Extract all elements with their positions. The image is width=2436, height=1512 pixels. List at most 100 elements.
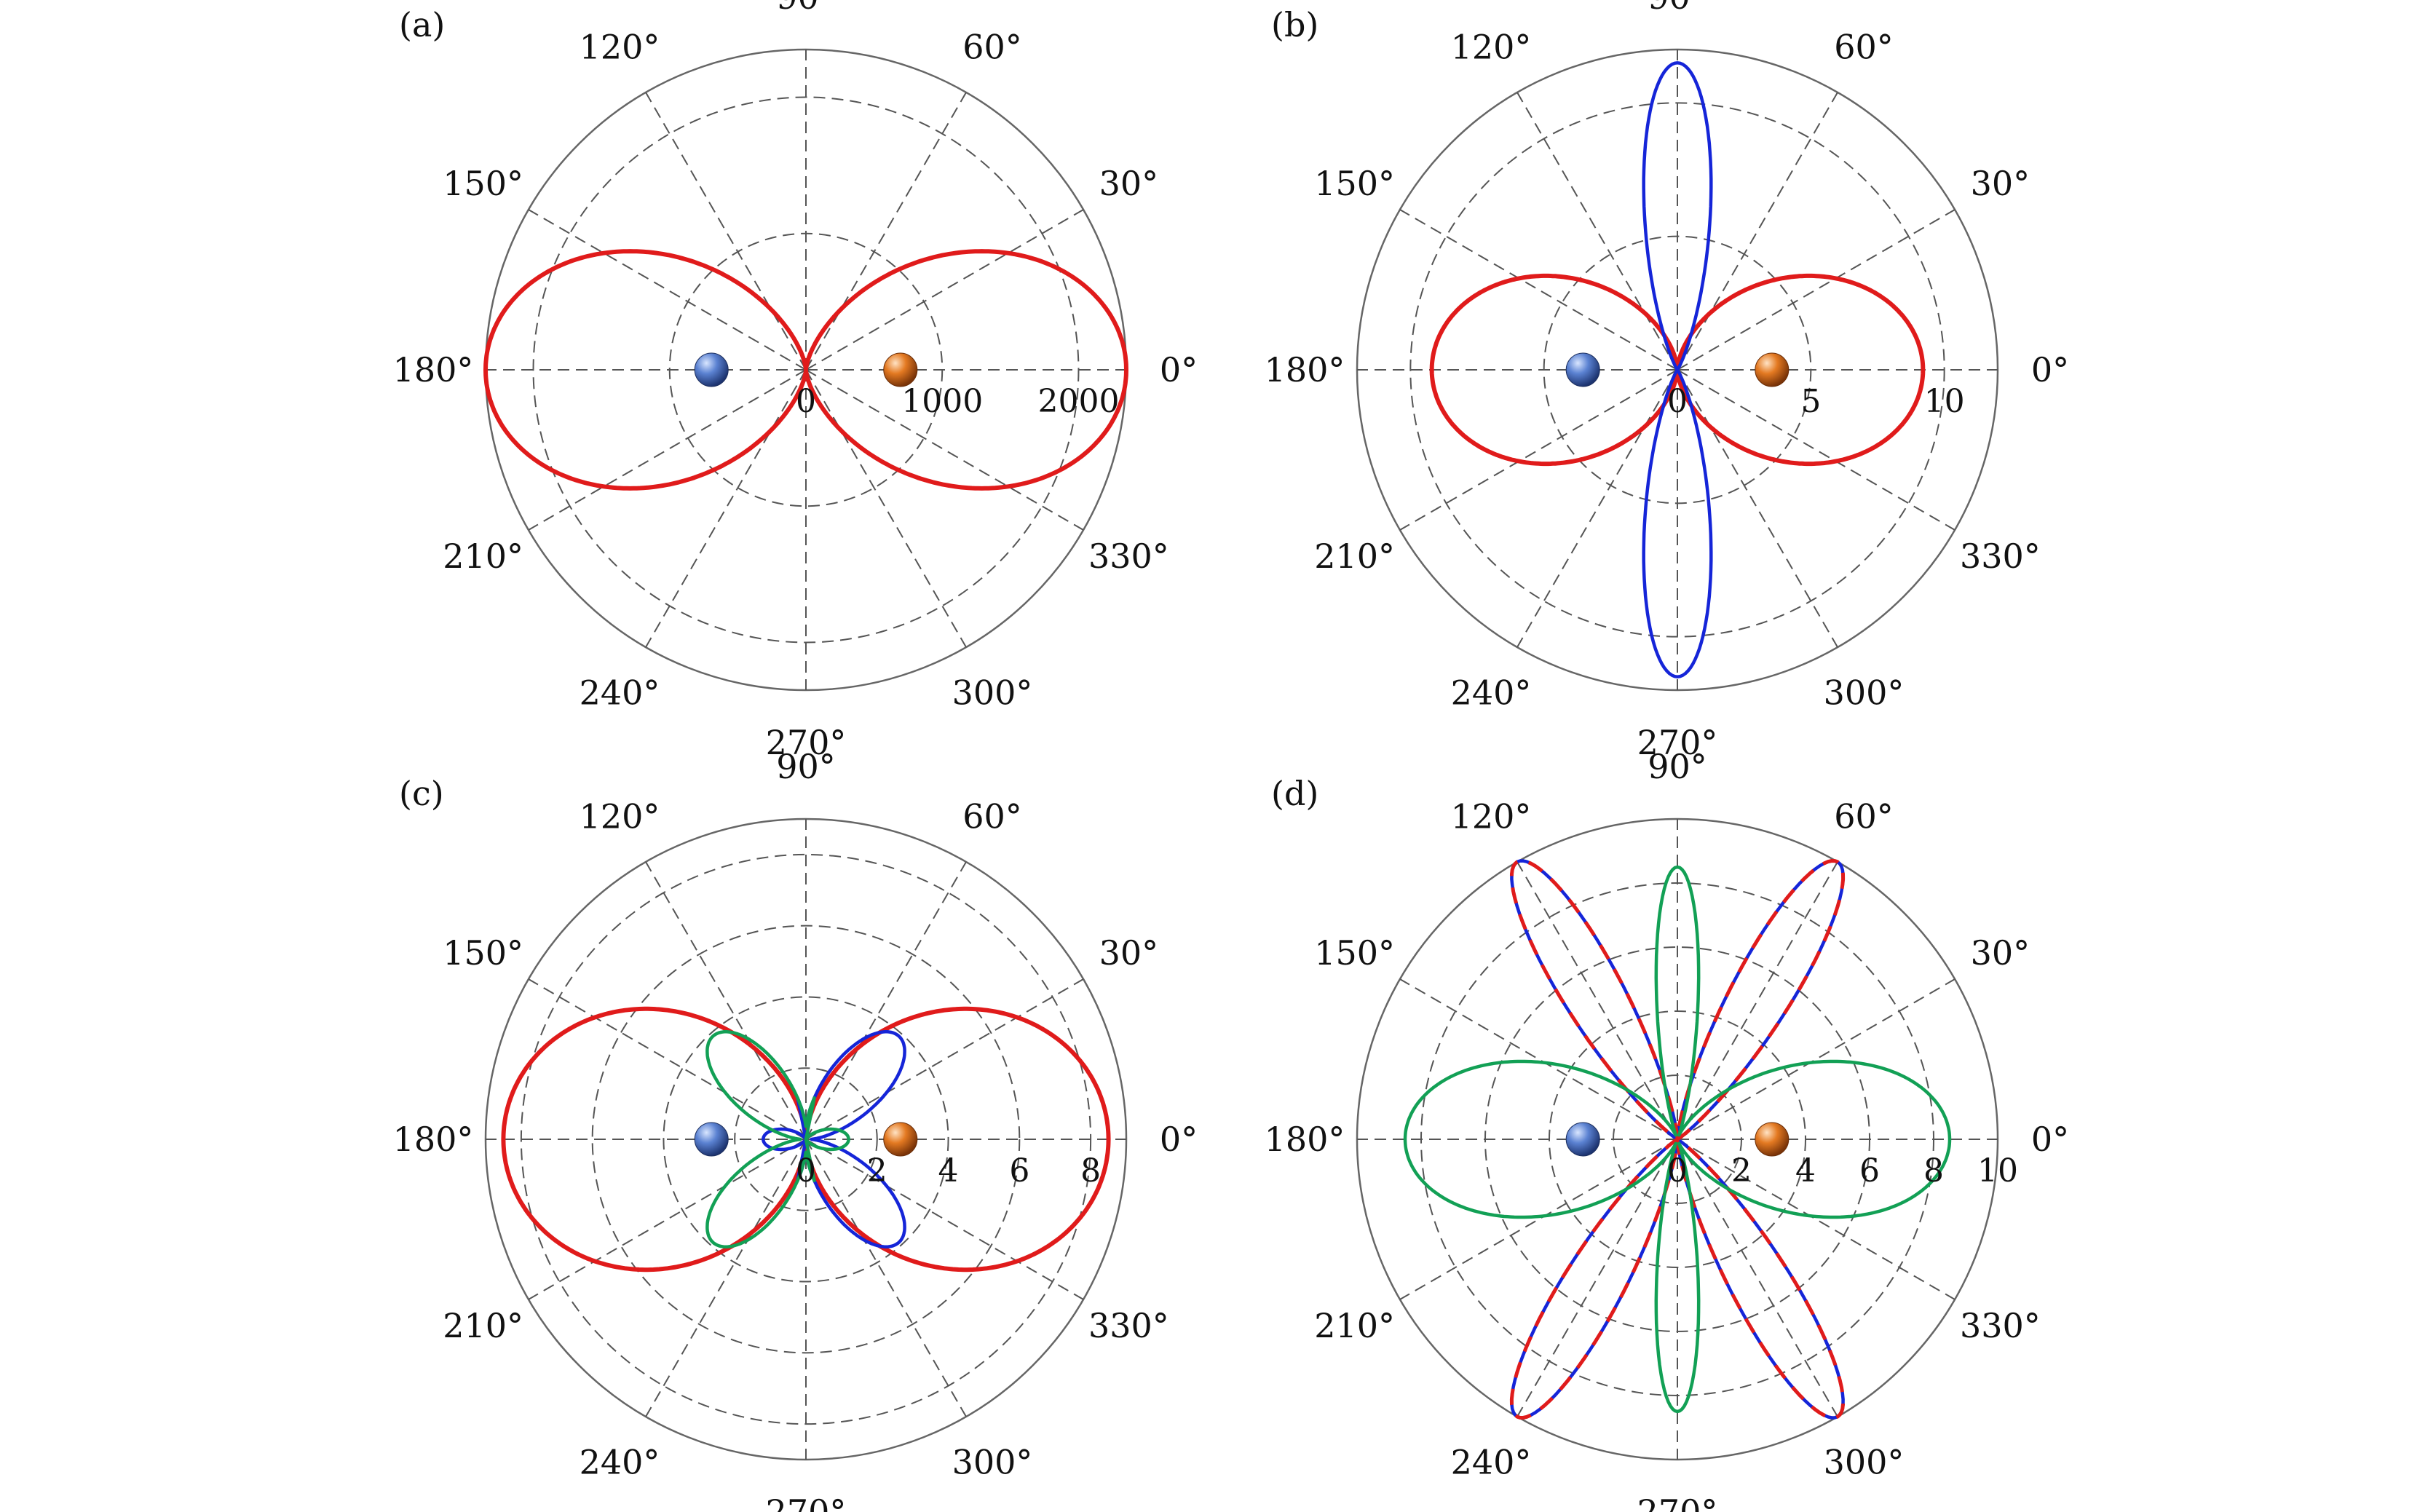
panel-a-dipoles: [694, 352, 918, 387]
panel-d-dipoles: [1565, 1122, 1790, 1157]
series-red-curve: [1509, 859, 1846, 1420]
series-blue-curve: [762, 1030, 906, 1248]
angle-label: 270°: [766, 723, 847, 762]
angle-label: 90°: [776, 0, 836, 17]
angle-label: 240°: [1451, 673, 1532, 712]
radial-tick-label: 10: [1924, 383, 1965, 420]
angle-label: 210°: [443, 1306, 523, 1345]
radial-tick-label: 0: [1667, 1152, 1688, 1190]
grid-circle: [734, 1067, 878, 1211]
grid-spoke: [1677, 209, 1955, 371]
grid-spoke: [528, 209, 807, 371]
angle-label: 120°: [580, 797, 660, 836]
blue-sphere-icon: [694, 1122, 729, 1157]
angle-label: 180°: [1265, 1120, 1345, 1159]
series-green-curve: [705, 1030, 850, 1248]
radial-tick-label: 8: [1923, 1152, 1944, 1190]
grid-spoke: [1399, 978, 1678, 1140]
angle-label: 90°: [1648, 747, 1707, 786]
radial-tick-label: 0: [1667, 383, 1688, 420]
grid-circle: [520, 853, 1092, 1425]
series-blue-curve: [1642, 61, 1713, 678]
panel-c-curves: [501, 1006, 1111, 1272]
angle-label: 180°: [393, 1120, 474, 1159]
grid-spoke: [1677, 92, 1838, 371]
angle-label: 150°: [443, 164, 523, 203]
angle-label: 150°: [1314, 933, 1395, 973]
angle-label: 330°: [1960, 537, 2041, 576]
grid-circle: [1409, 102, 1945, 638]
angle-label: 180°: [393, 350, 474, 389]
grid-spoke: [645, 861, 807, 1140]
angle-label: 0°: [2031, 350, 2069, 389]
angle-label: 30°: [1971, 164, 2030, 203]
grid-spoke: [1677, 861, 1838, 1140]
blue-sphere-icon: [1565, 1122, 1600, 1157]
panel-c-dipoles: [694, 1122, 918, 1157]
angle-label: 270°: [1637, 1492, 1718, 1512]
grid-circle: [591, 925, 1021, 1354]
angle-label: 270°: [766, 1492, 847, 1512]
panel-c-grid: [484, 818, 1128, 1461]
orange-sphere-icon: [883, 352, 918, 387]
angle-label: 300°: [1824, 1442, 1905, 1481]
grid-spoke: [1677, 1139, 1955, 1300]
angle-label: 120°: [1451, 28, 1532, 67]
panel-a: (a) 0°30°60°90°120°150°180°210°240°270°3…: [393, 0, 1198, 762]
grid-spoke: [805, 92, 967, 371]
angle-label: 270°: [1637, 723, 1718, 762]
panel-b-labels: 0°30°60°90°120°150°180°210°240°270°300°3…: [1265, 0, 2070, 762]
panel-d-labels: 0°30°60°90°120°150°180°210°240°270°300°3…: [1265, 747, 2070, 1512]
grid-spoke: [645, 92, 807, 371]
orange-sphere-icon: [1755, 1122, 1790, 1157]
angle-label: 300°: [952, 1442, 1033, 1481]
angle-label: 330°: [1088, 1306, 1169, 1345]
angle-label: 210°: [1314, 1306, 1395, 1345]
angle-label: 60°: [962, 28, 1022, 67]
blue-sphere-icon: [1565, 352, 1600, 387]
radial-tick-label: 1000: [901, 383, 983, 420]
orange-sphere-icon: [883, 1122, 918, 1157]
panel-d-grid: [1356, 818, 1999, 1461]
panel-b-curves: [1429, 61, 1926, 678]
radial-tick-label: 0: [796, 1152, 816, 1190]
grid-circle: [663, 996, 949, 1283]
angle-label: 0°: [1160, 1120, 1198, 1159]
radial-tick-label: 4: [1795, 1152, 1816, 1190]
radial-tick-label: 6: [1009, 1152, 1029, 1190]
panel-a-curves: [483, 249, 1128, 491]
grid-spoke: [1677, 978, 1955, 1140]
angle-label: 30°: [1971, 933, 2030, 973]
radial-tick-label: 10: [1977, 1152, 2018, 1190]
radial-tick-label: 4: [938, 1152, 959, 1190]
angle-label: 210°: [443, 537, 523, 576]
radial-tick-label: 2: [1731, 1152, 1752, 1190]
radial-tick-label: 5: [1800, 383, 1821, 420]
angle-label: 90°: [1648, 0, 1707, 17]
series-red-curve: [1429, 273, 1926, 467]
panel-a-tag: (a): [399, 5, 445, 44]
panel-b-grid: [1356, 48, 1999, 692]
grid-circle: [532, 96, 1080, 644]
series-red-curve: [483, 249, 1128, 491]
panel-c: (c) 0°30°60°90°120°150°180°210°240°270°3…: [393, 747, 1198, 1512]
angle-label: 300°: [1824, 673, 1905, 712]
angle-label: 60°: [962, 797, 1022, 836]
angle-label: 240°: [580, 673, 660, 712]
angle-label: 90°: [776, 747, 836, 786]
radial-tick-label: 8: [1080, 1152, 1101, 1190]
grid-spoke: [1516, 1139, 1678, 1417]
radial-tick-label: 0: [796, 383, 816, 420]
angle-label: 330°: [1088, 537, 1169, 576]
panel-d-tag: (d): [1271, 774, 1318, 813]
panel-d: (d) 0°30°60°90°120°150°180°210°240°270°3…: [1265, 747, 2070, 1512]
panel-b-dipoles: [1565, 352, 1790, 387]
angle-label: 0°: [2031, 1120, 2069, 1159]
grid-spoke: [1516, 369, 1678, 648]
grid-spoke: [1516, 861, 1678, 1140]
radial-tick-label: 6: [1859, 1152, 1880, 1190]
angle-label: 60°: [1834, 28, 1894, 67]
angle-label: 120°: [1451, 797, 1532, 836]
angle-label: 210°: [1314, 537, 1395, 576]
